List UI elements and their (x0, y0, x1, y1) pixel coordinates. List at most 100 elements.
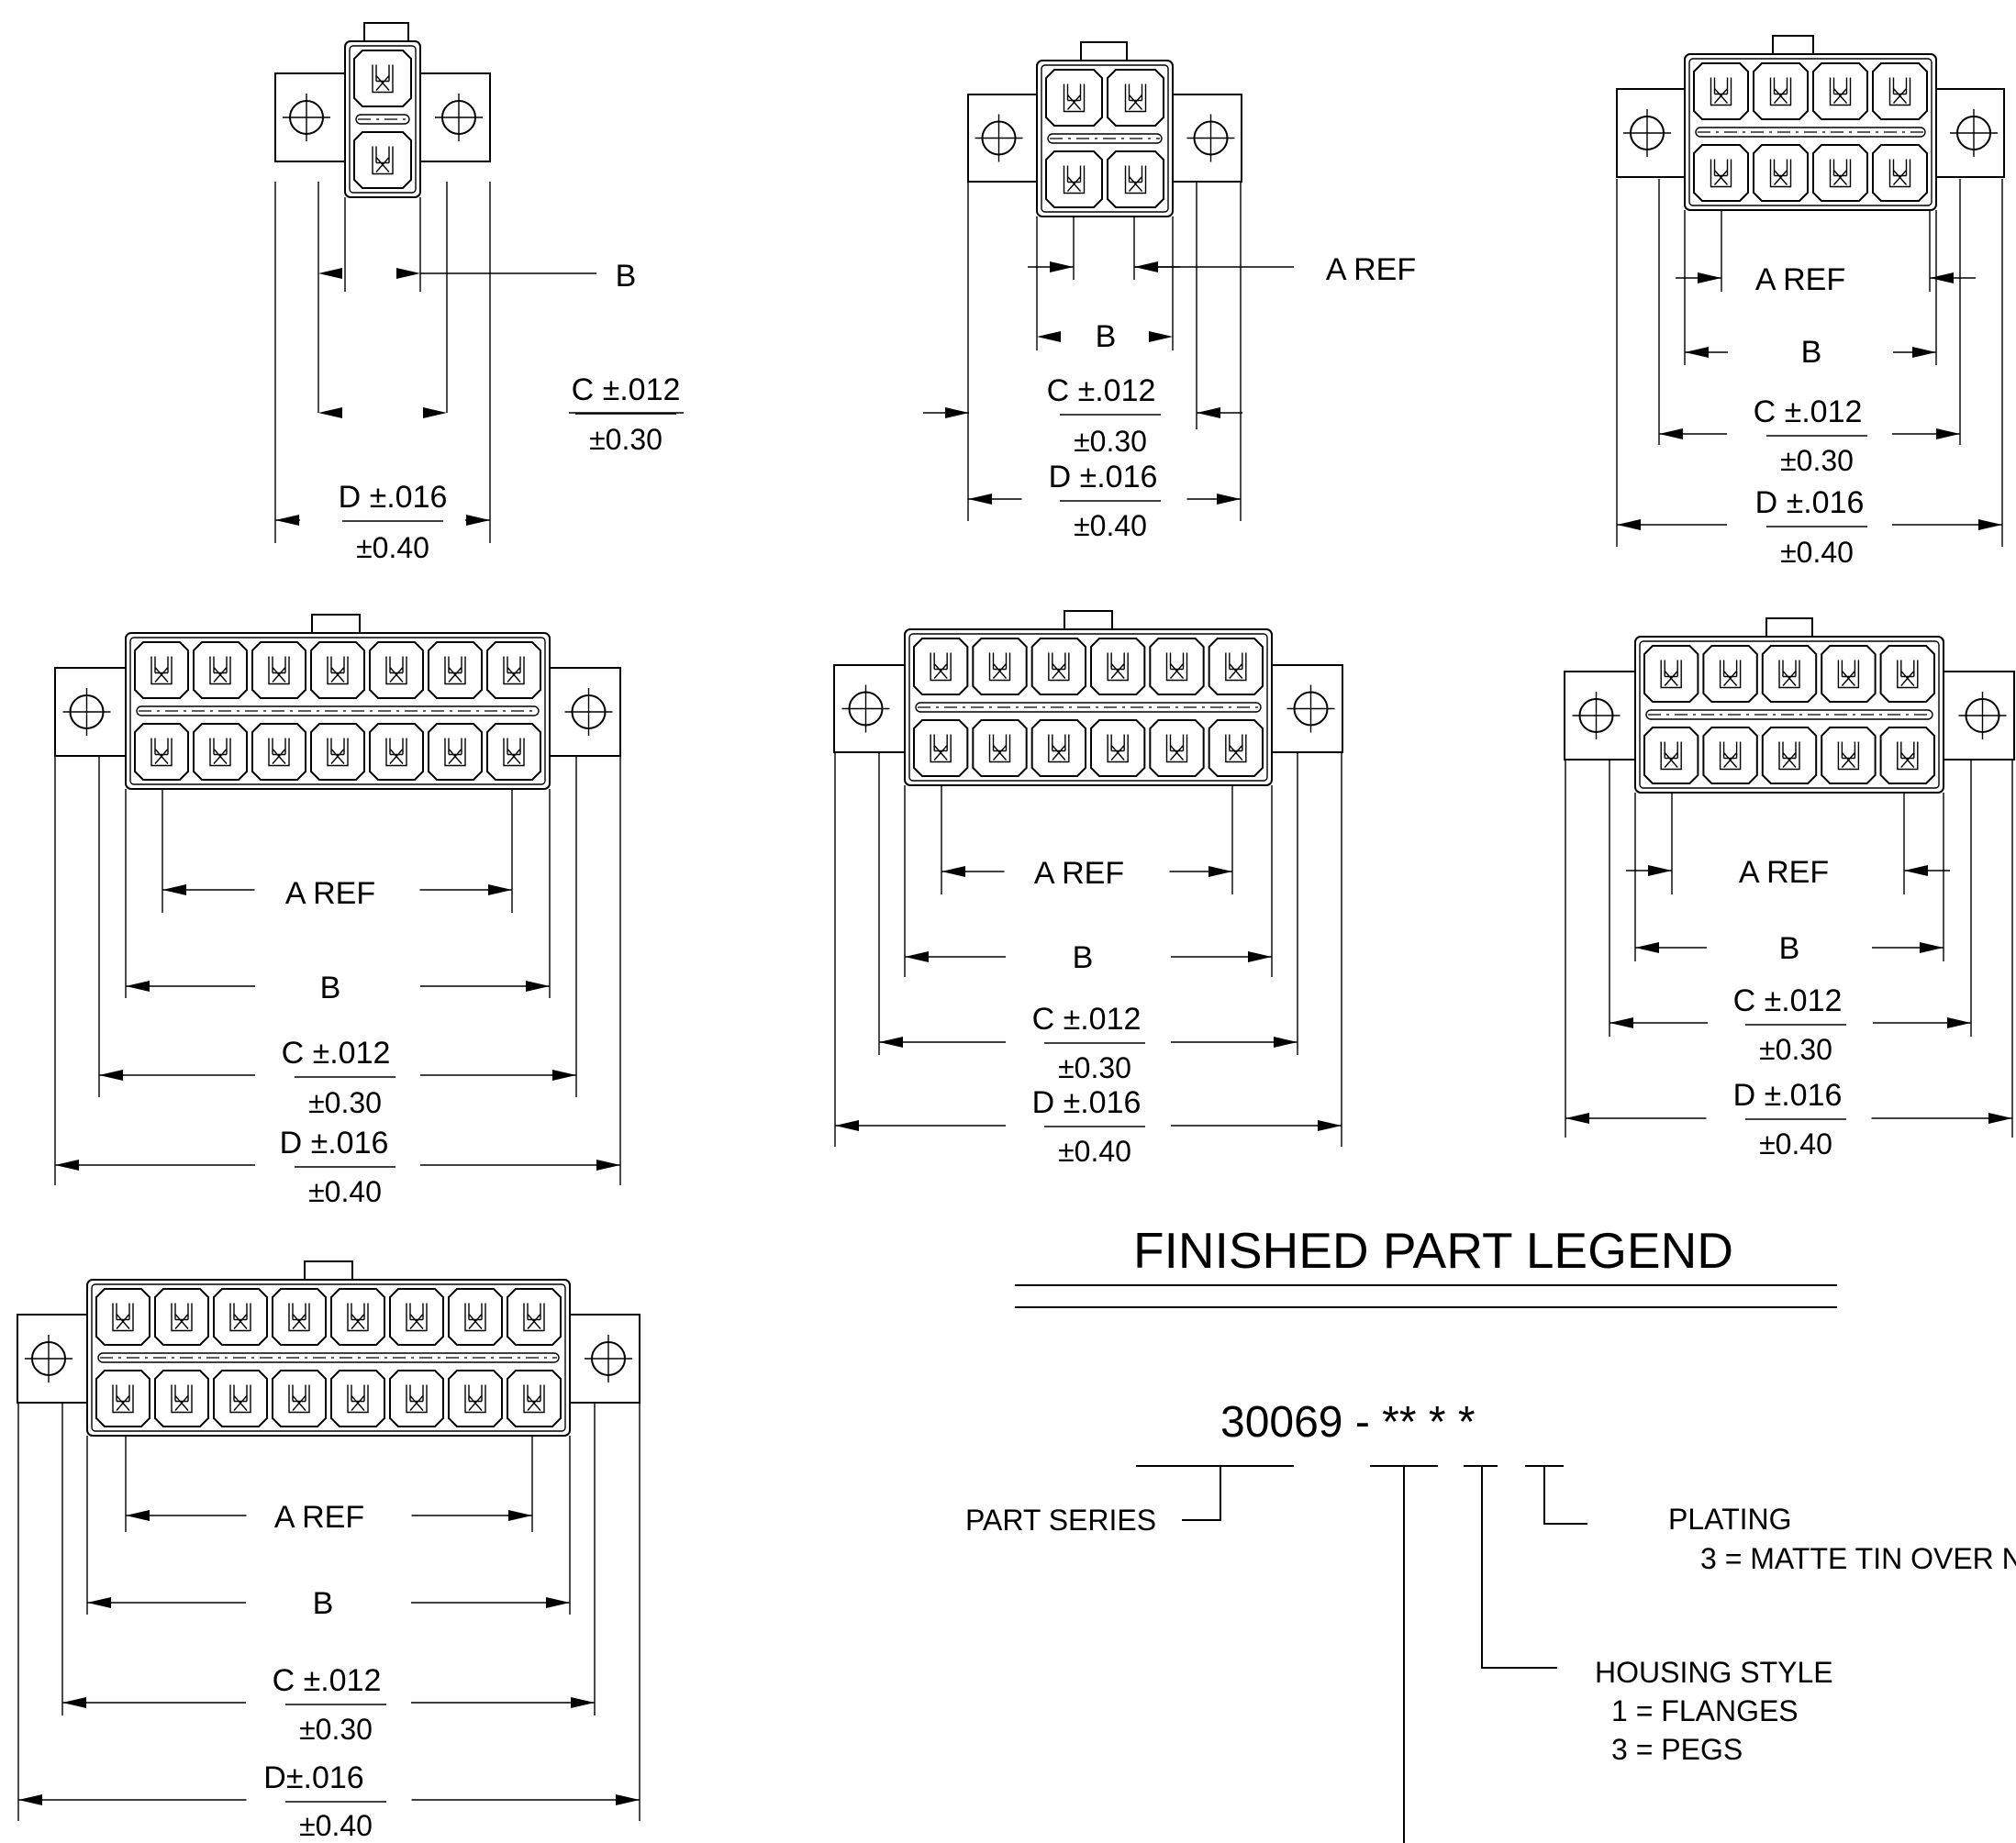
terminal-icon (523, 1303, 545, 1332)
dimension-arrow-a (126, 1510, 150, 1521)
terminal-icon (1225, 652, 1247, 682)
dimension-label-b: B (1779, 931, 1800, 966)
terminal-icon (444, 656, 466, 685)
dimension-arrow-c (99, 1070, 123, 1081)
terminal-icon (1769, 159, 1792, 188)
dimension-label-c: C ±.012 (273, 1663, 382, 1698)
terminal-icon (464, 1384, 486, 1414)
circuit-cavity (353, 50, 412, 107)
dimension-arrow-d (968, 494, 992, 505)
terminal-icon (327, 656, 349, 685)
terminal-icon (1719, 741, 1742, 771)
circuit-cavity (134, 723, 189, 781)
terminal-icon (464, 1303, 486, 1332)
dimension-tolerance-mm-c: ±0.30 (1759, 1033, 1832, 1066)
dimension-tolerance-mm-d: ±0.40 (1759, 1127, 1832, 1160)
circuit-cavity (193, 723, 248, 781)
housing-body (1634, 636, 1944, 794)
terminal-icon (229, 1384, 251, 1414)
part-number: 30069 - ** * * (1220, 1398, 1476, 1447)
dimension-label-d: D ±.016 (1032, 1085, 1142, 1120)
circuit-cavity (1643, 727, 1699, 784)
dimension-label-b: B (320, 971, 341, 1005)
dimension-label-d: D±.016 (263, 1760, 363, 1795)
terminal-icon (1769, 77, 1792, 106)
circuit-cavity (1879, 645, 1935, 703)
terminal-icon (1778, 741, 1800, 771)
dimension-arrow-a (162, 884, 186, 895)
terminal-icon (503, 656, 525, 685)
dimension-arrow-b (546, 1597, 570, 1608)
dimension-label-d: D ±.016 (1755, 485, 1865, 520)
dimension-label-c: C ±.012 (1047, 373, 1156, 408)
dimension-arrow-d (466, 515, 490, 526)
terminal-icon (1165, 652, 1188, 682)
polarizing-rib (1645, 709, 1933, 720)
housing-inner-outline (1639, 640, 1940, 789)
dimension-arrow-d (1988, 1113, 2012, 1124)
dimension-arrow-a (488, 884, 512, 895)
circuit-cavity (1761, 727, 1818, 784)
centerline-cross (1186, 114, 1235, 162)
centerline-cross (1286, 684, 1335, 733)
circuit-cavity (353, 131, 412, 189)
terminal-icon (1837, 660, 1860, 689)
terminal-icon (1719, 660, 1742, 689)
connector-2-circuit: BC ±.012±0.30D ±.016±0.40 (274, 22, 684, 564)
dimension-arrow-c (318, 407, 342, 418)
centerline-cross (1950, 109, 1998, 157)
terminal-icon (1048, 652, 1070, 682)
circuit-cavity (1761, 645, 1818, 703)
terminal-icon (112, 1384, 134, 1414)
dimension-arrow-a (1648, 865, 1672, 876)
circuit-cavity (1643, 645, 1699, 703)
dimension-arrow-b (1149, 331, 1173, 342)
housing-style-leader (1464, 1465, 1557, 1669)
housing-inner-outline (1688, 58, 1932, 206)
circuit-cavity (1693, 144, 1749, 202)
housing-style-option-1: 1 = FLANGES (1611, 1694, 1799, 1727)
dimension-label-d: D ±.016 (280, 1126, 389, 1160)
circuit-cavity (95, 1370, 150, 1427)
circuit-cavity (193, 641, 248, 699)
circuit-cavity (310, 723, 365, 781)
circuit-cavity (1030, 638, 1086, 695)
dimension-label-c: C ±.012 (572, 372, 681, 407)
circuit-cavity (389, 1370, 444, 1427)
dimension-arrow-a (1134, 261, 1158, 272)
circuit-cavity (486, 641, 541, 699)
circuit-cavity (1702, 645, 1758, 703)
terminal-icon (930, 734, 952, 763)
dimension-arrow-d (1617, 519, 1641, 530)
dimension-arrow-d (596, 1160, 620, 1171)
dimension-arrow-a (941, 866, 965, 877)
dimension-tolerance-mm-d: ±0.40 (1780, 536, 1854, 569)
terminal-icon (288, 1384, 310, 1414)
terminal-icon (1124, 165, 1147, 194)
latch (1765, 617, 1813, 638)
dimension-tolerance-mm-d: ±0.40 (1074, 509, 1147, 542)
part-series-leader (1136, 1465, 1294, 1521)
terminal-icon (150, 656, 173, 685)
polarizing-rib (136, 705, 540, 716)
polarizing-rib (355, 114, 410, 125)
plating-leader (1525, 1465, 1587, 1525)
dimension-arrow-c (945, 407, 969, 418)
dimension-tolerance-mm-d: ±0.40 (308, 1175, 382, 1208)
circuit-cavity (1107, 150, 1164, 208)
centerline-cross (585, 1335, 632, 1382)
circuit-cavity (251, 641, 306, 699)
housing-inner-outline (349, 45, 417, 194)
dimension-arrow-c (879, 1037, 903, 1048)
housing-inner-outline (91, 1283, 566, 1432)
dimension-label-a: A REF (285, 876, 375, 911)
circuit-cavity (369, 723, 424, 781)
terminal-icon (930, 652, 952, 682)
circuit-cavity (1090, 719, 1146, 777)
terminal-icon (1897, 741, 1919, 771)
dimension-label-a: A REF (1034, 856, 1124, 891)
terminal-icon (1829, 159, 1852, 188)
